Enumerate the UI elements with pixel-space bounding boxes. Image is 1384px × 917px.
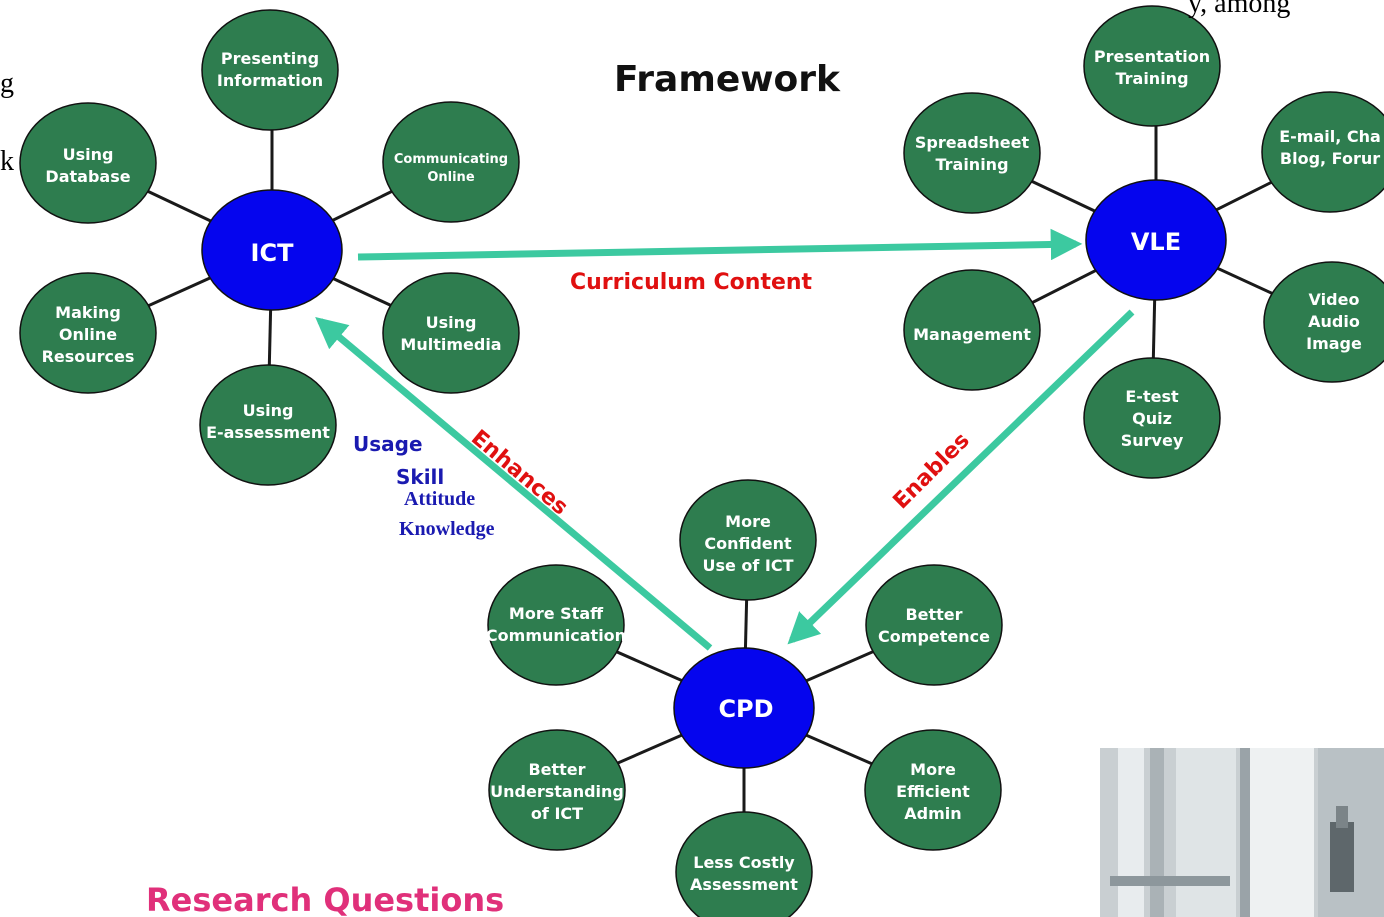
svg-text:ICT: ICT [251,239,295,267]
svg-text:Using: Using [426,313,477,332]
svg-text:More: More [910,760,956,779]
knowledge-label: Knowledge [399,518,495,540]
svg-text:Better: Better [528,760,585,779]
svg-text:Training: Training [935,155,1008,174]
node-spreadsheet-training: Spreadsheet Training [903,92,1041,214]
svg-text:Communication: Communication [486,626,626,645]
cpd-satellites: More Confident Use of ICT More Staff Com… [486,479,1003,917]
node-better-understanding: Better Understanding of ICT [488,729,626,851]
arrow-ict-to-vle [357,228,1083,261]
svg-text:Understanding: Understanding [490,782,624,801]
svg-text:Assessment: Assessment [690,875,798,894]
node-presenting-information: Presenting Information [201,9,339,131]
photo-fragment [1100,748,1384,917]
hub-ict: ICT [201,189,343,311]
node-better-competence: Better Competence [865,564,1003,686]
edge-fragment-left-1: g [0,68,14,99]
svg-text:E-assessment: E-assessment [206,423,330,442]
node-less-costly-assessment: Less Costly Assessment [675,811,813,917]
svg-text:Training: Training [1115,69,1188,88]
svg-text:Quiz: Quiz [1132,409,1172,428]
arrow-cpd-to-ict [315,316,713,651]
svg-text:CPD: CPD [718,695,773,723]
skill-label: Skill [396,465,444,489]
svg-text:Information: Information [217,71,323,90]
svg-text:Less Costly: Less Costly [693,853,795,872]
svg-text:Audio: Audio [1308,312,1360,331]
svg-text:Survey: Survey [1121,431,1184,450]
research-questions-heading: Research Questions [146,881,504,917]
svg-text:Online: Online [427,170,474,185]
hub-cpd: CPD [673,647,815,769]
svg-text:Management: Management [913,325,1031,344]
svg-text:More Staff: More Staff [509,604,604,623]
hub-vle: VLE [1085,179,1227,301]
svg-text:E-test: E-test [1125,387,1179,406]
svg-text:Multimedia: Multimedia [400,335,501,354]
svg-text:Image: Image [1306,334,1362,353]
svg-text:More: More [725,512,771,531]
node-making-online-resources: Making Online Resources [19,272,157,394]
svg-text:Presenting: Presenting [221,49,319,68]
svg-text:Using: Using [243,401,294,420]
svg-text:of ICT: of ICT [531,804,583,823]
svg-text:Online: Online [59,325,117,344]
usage-label: Usage [353,432,423,456]
edge-fragment-top-right: y, among [1188,0,1290,19]
svg-text:VLE: VLE [1131,228,1181,256]
node-communicating-online: Communicating Online [382,101,520,223]
svg-text:E-mail, Cha: E-mail, Cha [1279,127,1381,146]
enhances-label: Enhances [466,425,572,520]
svg-text:Blog, Forur: Blog, Forur [1280,149,1380,168]
svg-text:Communicating: Communicating [394,152,508,167]
node-more-staff-communication: More Staff Communication [486,564,626,686]
node-using-multimedia: Using Multimedia [382,272,520,394]
svg-text:Using: Using [63,145,114,164]
arrow-vle-to-cpd [787,309,1135,645]
node-using-e-assessment: Using E-assessment [199,364,337,486]
node-more-efficient-admin: More Efficient Admin [864,729,1002,851]
svg-text:Efficient: Efficient [896,782,970,801]
svg-text:Resources: Resources [42,347,135,366]
svg-text:Competence: Competence [878,627,990,646]
node-etest-quiz-survey: E-test Quiz Survey [1083,357,1221,479]
edge-fragment-left-2: k [0,146,14,177]
vle-satellites: Presentation Training Spreadsheet Traini… [903,5,1384,479]
svg-text:Video: Video [1309,290,1360,309]
ict-satellites: Presenting Information Communicating Onl… [19,9,520,486]
attitude-label: Attitude [404,488,475,510]
svg-text:Spreadsheet: Spreadsheet [915,133,1030,152]
svg-text:Database: Database [45,167,130,186]
svg-text:Presentation: Presentation [1094,47,1210,66]
node-presentation-training: Presentation Training [1083,5,1221,127]
node-email-chat-blog-forum: E-mail, Cha Blog, Forur [1261,91,1384,213]
svg-text:Use of ICT: Use of ICT [702,556,793,575]
curriculum-content-label: Curriculum Content [570,270,813,295]
node-management: Management [903,269,1041,391]
node-more-confident-use: More Confident Use of ICT [679,479,817,601]
node-using-database: Using Database [19,102,157,224]
arrows [315,228,1135,651]
svg-text:Confident: Confident [704,534,792,553]
svg-text:Making: Making [55,303,121,322]
svg-text:Admin: Admin [904,804,961,823]
node-video-audio-image: Video Audio Image [1263,261,1384,383]
svg-text:Better: Better [905,605,962,624]
diagram-title: Framework [614,59,841,100]
